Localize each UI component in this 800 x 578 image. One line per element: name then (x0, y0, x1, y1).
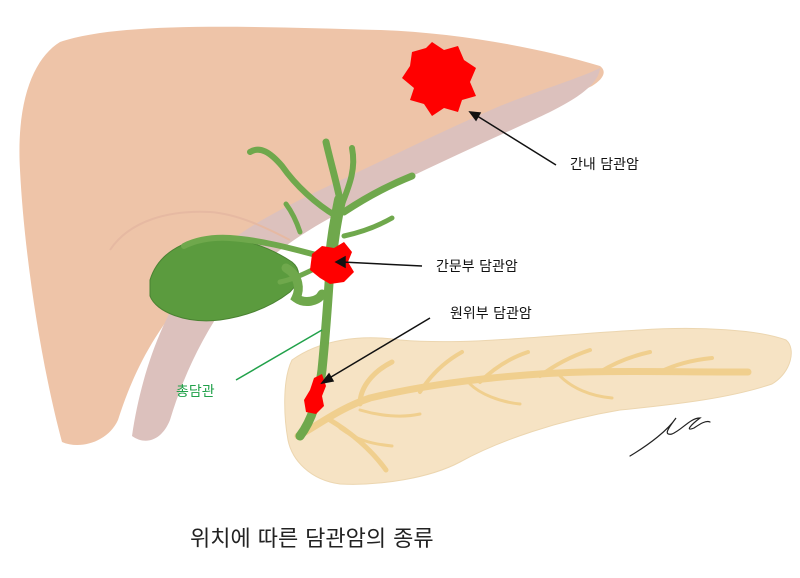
leader-line-intrahepatic (473, 113, 557, 166)
arrowhead-distal (320, 372, 335, 385)
signature (629, 417, 711, 457)
liver-inferior-edge (109, 210, 291, 251)
tumor-intrahepatic (402, 42, 476, 116)
label-hilar: 간문부 담관암 (436, 259, 518, 275)
pancreatic-duct (294, 348, 752, 473)
label-common-bile-duct: 총담관 (176, 384, 215, 400)
caption: 위치에 따른 담관암의 종류 (190, 527, 434, 552)
leader-line-distal (325, 317, 431, 381)
leader-line-common-bile-duct (235, 329, 323, 381)
arrowhead-intrahepatic (468, 111, 482, 122)
tumor-hilar (310, 242, 354, 284)
label-intrahepatic: 간내 담관암 (570, 157, 639, 173)
label-distal: 원위부 담관암 (450, 306, 532, 322)
leader-lines (320, 111, 557, 385)
arrowhead-hilar (334, 255, 346, 269)
leader-line-hilar (341, 261, 423, 267)
pancreas (284, 327, 792, 485)
